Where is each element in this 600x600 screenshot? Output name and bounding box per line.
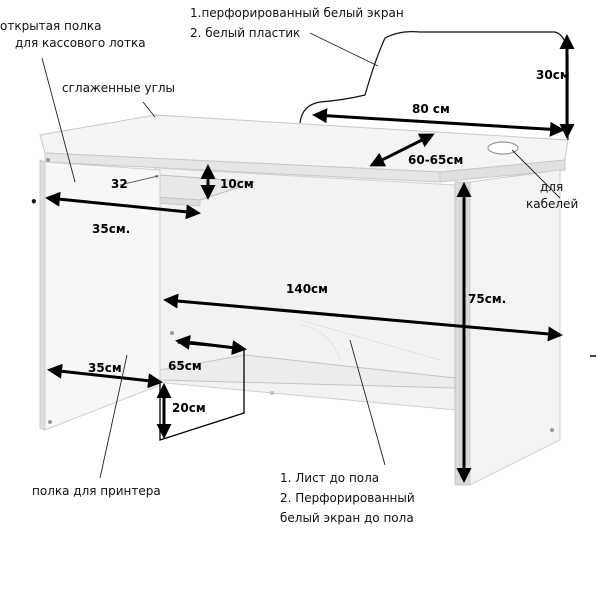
dim-tray-depth: 35см. [92,222,130,236]
dim-printer-width: 65см [168,359,202,373]
stray-dot: • [30,195,38,209]
dim-printer-depth: 35см [88,361,122,375]
note-front-3: белый экран до пола [280,511,414,525]
dim-printer-height: 20см [172,401,206,415]
dim-top-depth: 60-65см [408,153,463,167]
dim-top-width: 80 см [412,102,450,116]
dimension-lines [45,34,575,483]
note-rounded-corners: сглаженные углы [62,81,175,95]
tabletop-right-edge [439,159,566,183]
screen-sketch [299,31,569,140]
cable-hole [487,141,519,155]
note-open-shelf-1: открытая полка [0,19,102,33]
note-top-screen-2: 2. белый пластик [190,26,300,40]
note-front-2: 2. Перфорированный [280,491,415,505]
note-cable-1: для [540,180,563,194]
annotations: открытая полка для кассового лотка 1.пер… [0,6,578,525]
note-front-1: 1. Лист до пола [280,471,379,485]
dimension-labels: 30см 80 см 60-65см 32 10см 35см. 140см 7… [88,68,570,415]
note-cable-2: кабелей [526,197,578,211]
note-open-shelf-2: для кассового лотка [15,36,146,50]
left-pedestal-front [39,159,46,431]
note-printer-shelf: полка для принтера [32,484,161,498]
dim-height: 75см. [468,292,506,306]
leader-lines [41,32,561,479]
dim-tray-height: 10см [220,177,254,191]
note-top-screen-1: 1.перфорированный белый экран [190,6,404,20]
dim-tray-width: 32 [111,177,128,191]
dim-screen-height: 30см [536,68,570,82]
dim-length: 140см [286,282,328,296]
